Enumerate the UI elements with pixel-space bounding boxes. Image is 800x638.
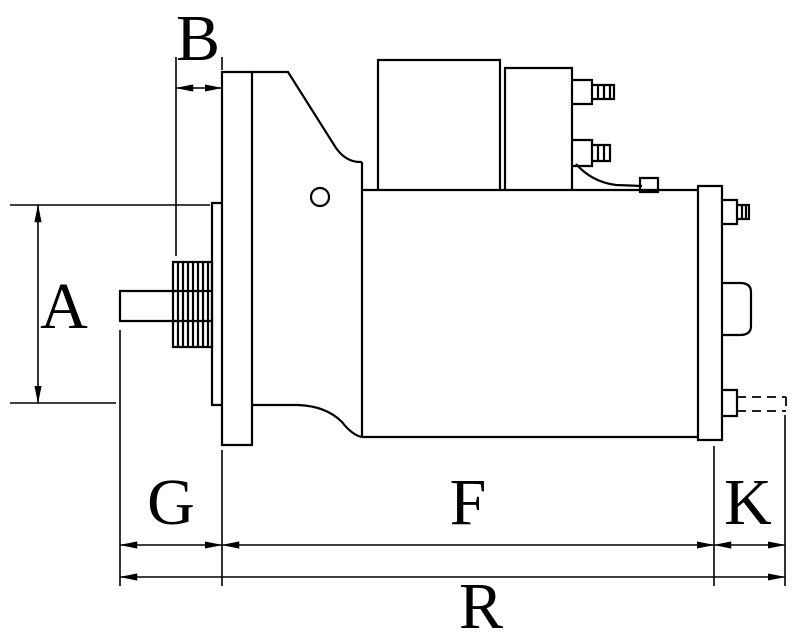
solenoid-terminal-upper bbox=[572, 78, 616, 106]
extension-lines bbox=[10, 57, 786, 586]
solenoid-terminal-lower bbox=[572, 138, 612, 168]
end-cap-boss bbox=[722, 281, 753, 337]
motor-body bbox=[362, 188, 698, 439]
field-strap bbox=[575, 163, 660, 194]
dimension-label-f: F bbox=[450, 466, 487, 539]
drive-housing-top bbox=[252, 70, 362, 164]
end-cap bbox=[696, 184, 724, 442]
drive-shaft bbox=[118, 289, 176, 323]
dimension-label-a: A bbox=[40, 270, 88, 343]
drive-housing-bottom bbox=[252, 403, 363, 439]
dimension-label-k: K bbox=[724, 466, 772, 539]
solenoid-body bbox=[376, 58, 502, 190]
starter-motor-outline bbox=[118, 58, 787, 447]
end-cap-terminal-upper bbox=[722, 198, 751, 226]
housing-hole bbox=[309, 186, 331, 208]
dimension-label-b: B bbox=[176, 2, 220, 75]
hidden-stud-lines bbox=[737, 396, 787, 412]
dimension-annotations: A B G F K R bbox=[10, 2, 786, 638]
dimension-label-g: G bbox=[147, 466, 195, 539]
solenoid-cap bbox=[503, 66, 574, 190]
mounting-flange bbox=[220, 70, 254, 447]
pilot-plate bbox=[210, 201, 222, 407]
pinion-gear-teeth bbox=[176, 262, 210, 347]
end-cap-terminal-lower bbox=[722, 388, 739, 418]
dimension-label-r: R bbox=[459, 570, 503, 638]
